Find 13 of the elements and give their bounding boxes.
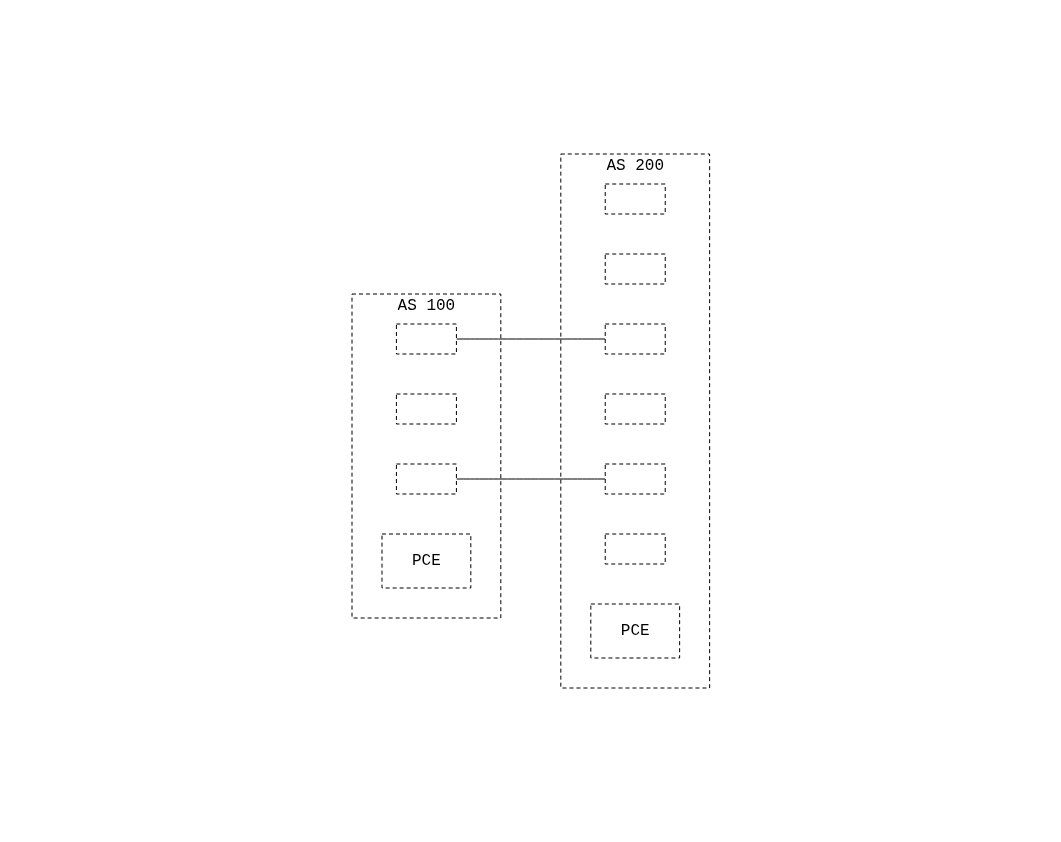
node-box bbox=[395, 463, 457, 495]
node-box bbox=[604, 533, 666, 565]
connector bbox=[455, 338, 606, 340]
node-box bbox=[604, 393, 666, 425]
node-box bbox=[395, 393, 457, 425]
node-box: PCE bbox=[381, 533, 471, 589]
node-box bbox=[395, 323, 457, 355]
connector bbox=[455, 478, 606, 480]
node-box: PCE bbox=[590, 603, 680, 659]
node-box bbox=[604, 463, 666, 495]
node-box bbox=[604, 323, 666, 355]
node-box bbox=[604, 253, 666, 285]
node-box bbox=[604, 183, 666, 215]
